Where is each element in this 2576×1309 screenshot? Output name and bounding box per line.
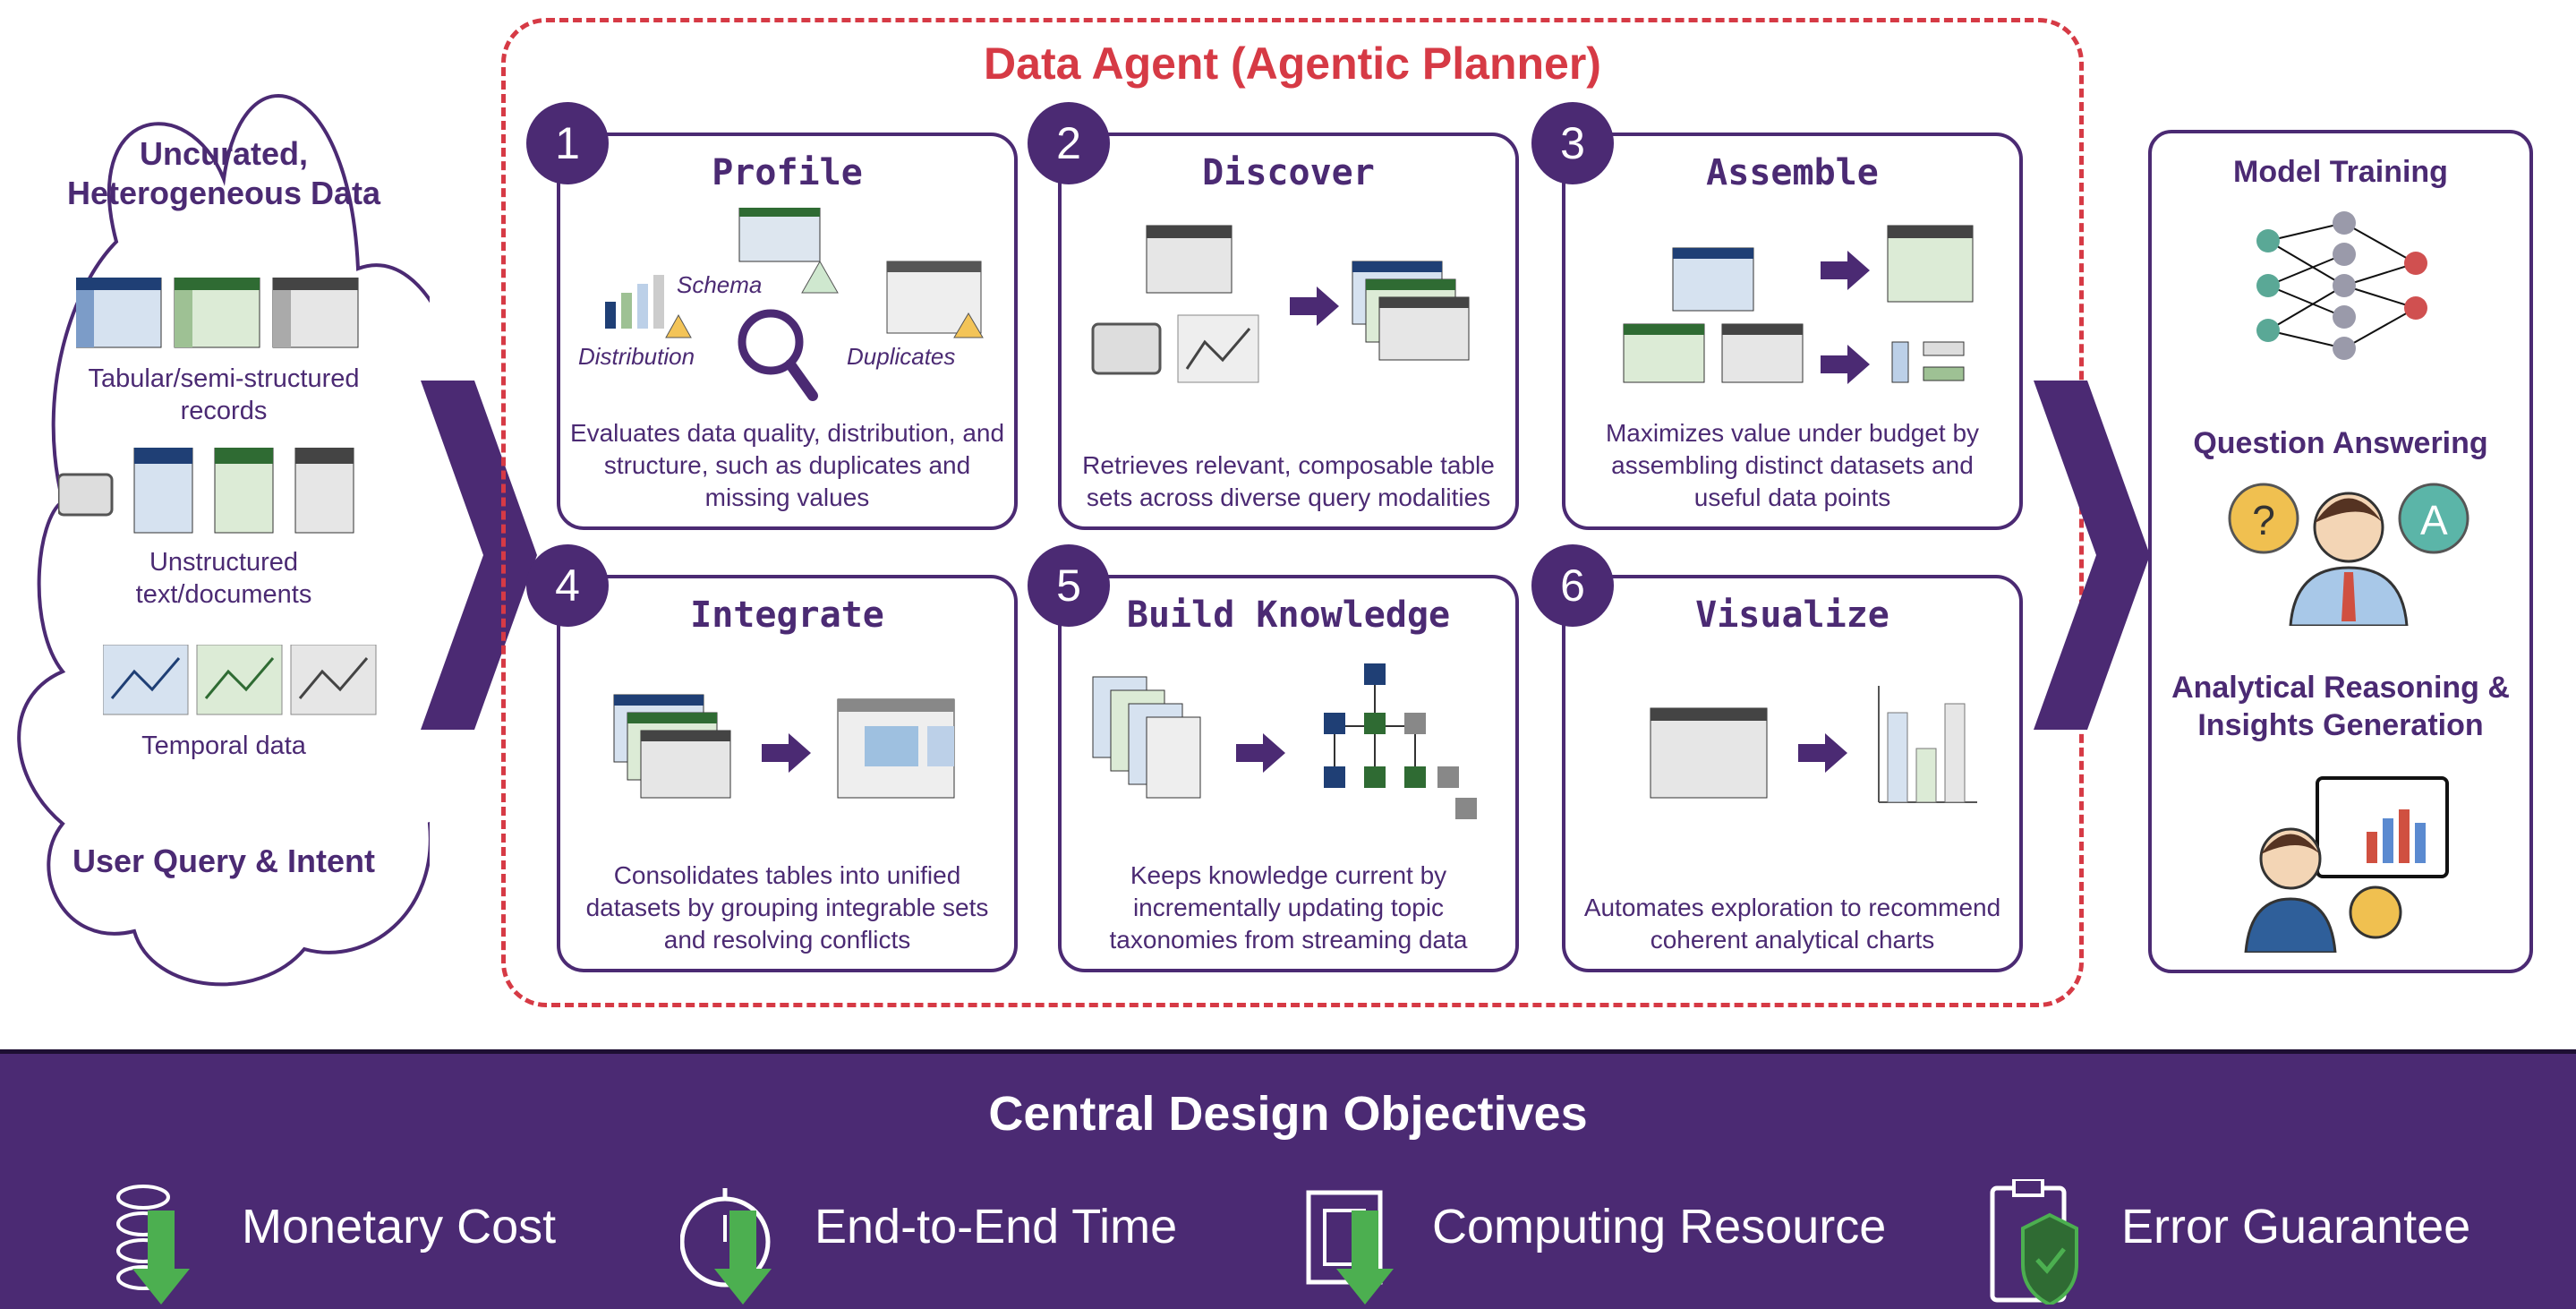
temporal-charts-icon: [103, 645, 377, 715]
card-title: Visualize: [1695, 595, 1889, 636]
user-query-label: User Query & Intent: [72, 843, 376, 879]
profile-illustration: Schema Distribution Duplicates: [578, 208, 984, 401]
output-model-training: Model Training: [2233, 155, 2448, 189]
discover-illustration: [1091, 225, 1470, 383]
coins-down-icon: [116, 1185, 190, 1305]
card-description: Retrieves relevant, composable table set…: [1082, 451, 1495, 511]
card-title: Profile: [712, 152, 863, 193]
card-title: Integrate: [690, 595, 884, 636]
card-description: Consolidates tables into unified dataset…: [585, 861, 989, 954]
tables-icon: [76, 278, 359, 348]
build-knowledge-illustration: [1092, 663, 1477, 819]
card-title: Discover: [1202, 152, 1375, 193]
stopwatch-down-icon: [680, 1188, 772, 1305]
tabular-label: Tabular/semi-structured records: [88, 364, 360, 425]
card-description: Maximizes value under budget by assembli…: [1605, 419, 1980, 511]
card-title: Assemble: [1706, 152, 1879, 193]
card-title: Build Knowledge: [1126, 595, 1451, 636]
output-chevron-arrow: [2034, 381, 2150, 730]
step-number: 6: [1531, 544, 1614, 627]
svg-text:Schema: Schema: [677, 271, 762, 298]
agent-title: Data Agent (Agentic Planner): [984, 38, 1601, 89]
output-analytical-reasoning: Analytical Reasoning & Insights Generati…: [2171, 671, 2510, 742]
step-number: 1: [526, 102, 609, 184]
clipboard-shield-icon: [1990, 1179, 2078, 1305]
card-discover: 2 Discover Retrieves relevant, composabl…: [1028, 102, 1519, 530]
input-chevron-arrow: [421, 381, 537, 730]
outputs-panel: Model Training Question Answering ? A An…: [2148, 130, 2533, 973]
design-objectives-band: Central Design Objectives Monetary Cost …: [0, 1049, 2576, 1309]
card-integrate: 4 Integrate Consolidates tables into uni…: [526, 544, 1018, 972]
objective-label: Computing Resource: [1432, 1200, 1887, 1253]
objective-label: Monetary Cost: [242, 1200, 557, 1253]
objectives-title: Central Design Objectives: [988, 1087, 1588, 1141]
analytical-insights-icon: [2244, 776, 2449, 953]
neural-network-icon: [2256, 211, 2427, 360]
svg-text:Duplicates: Duplicates: [847, 343, 955, 370]
objective-label: Error Guarantee: [2121, 1200, 2471, 1253]
card-profile: 1 Profile Schema Distribution Duplicates…: [526, 102, 1018, 530]
step-number: 3: [1531, 102, 1614, 184]
output-question-answering: Question Answering: [2193, 426, 2488, 460]
step-number: 2: [1028, 102, 1110, 184]
unstructured-label: Unstructured text/documents: [135, 548, 312, 609]
visualize-illustration: [1650, 686, 1977, 803]
card-description: Evaluates data quality, distribution, an…: [569, 419, 1005, 511]
svg-text:Distribution: Distribution: [578, 343, 695, 370]
step-number: 5: [1028, 544, 1110, 627]
answer-letter: A: [2420, 497, 2448, 543]
chip-down-icon: [1306, 1190, 1394, 1305]
input-title: Uncurated, Heterogeneous Data: [66, 135, 381, 211]
card-assemble: 3 Assemble Maximizes value under budget …: [1531, 102, 2023, 530]
question-mark: ?: [2252, 497, 2275, 543]
step-number: 4: [526, 544, 609, 627]
documents-icon: [58, 448, 354, 534]
card-description: Keeps knowledge current by incrementally…: [1109, 861, 1468, 954]
input-data-cloud: Uncurated, Heterogeneous Data Tabular/se…: [9, 18, 479, 1003]
card-description: Automates exploration to recommend coher…: [1583, 894, 2001, 954]
question-answering-icon: [2228, 483, 2469, 626]
card-build-knowledge: 5 Build Knowledge Keeps knowledge curren…: [1028, 544, 1519, 972]
temporal-label: Temporal data: [141, 732, 306, 760]
integrate-illustration: [613, 694, 955, 799]
card-visualize: 6 Visualize Automates exploration to rec…: [1531, 544, 2023, 972]
objective-label: End-to-End Time: [815, 1200, 1178, 1253]
assemble-illustration: [1623, 225, 1974, 384]
